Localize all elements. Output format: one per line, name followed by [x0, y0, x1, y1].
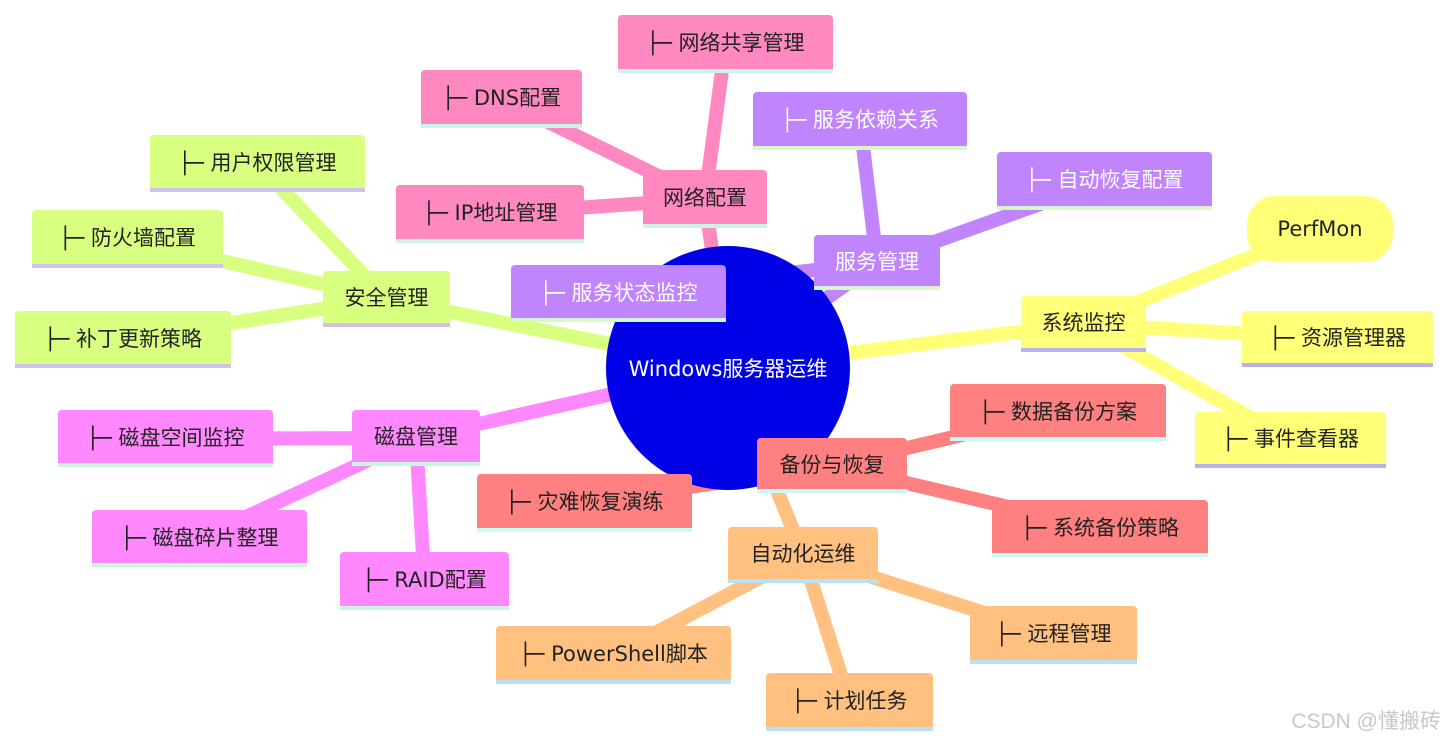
leaf-disk-2[interactable]: ├─ RAID配置	[340, 552, 509, 610]
leaf-disk-2-label: ├─ RAID配置	[362, 568, 487, 592]
branch-automation[interactable]: 自动化运维	[728, 527, 878, 583]
leaf-monitor-2-label: ├─ 事件查看器	[1222, 427, 1359, 451]
branch-disk-label: 磁盘管理	[374, 425, 458, 449]
leaf-network-2[interactable]: ├─ IP地址管理	[396, 185, 584, 243]
leaf-monitor-1[interactable]: ├─ 资源管理器	[1242, 311, 1433, 367]
leaf-network-2-label: ├─ IP地址管理	[422, 201, 558, 225]
root-label: Windows服务器运维	[628, 357, 828, 381]
leaf-security-0-label: ├─ 用户权限管理	[178, 150, 337, 175]
branch-security[interactable]: 安全管理	[323, 271, 450, 327]
branch-monitor[interactable]: 系统监控	[1021, 296, 1146, 352]
leaf-backup-0[interactable]: ├─ 数据备份方案	[950, 384, 1166, 441]
leaf-network-1-label: ├─ DNS配置	[441, 86, 562, 110]
leaf-automation-1-label: ├─ 计划任务	[791, 689, 908, 713]
leaf-disk-1[interactable]: ├─ 磁盘碎片整理	[92, 510, 307, 567]
leaf-service-0[interactable]: ├─ 服务依赖关系	[753, 92, 967, 150]
leaf-service-0-label: ├─ 服务依赖关系	[781, 108, 939, 132]
branch-monitor-label: 系统监控	[1041, 311, 1126, 335]
branch-automation-label: 自动化运维	[750, 542, 856, 566]
leaf-network-0[interactable]: ├─ 网络共享管理	[618, 15, 833, 73]
leaf-automation-1[interactable]: ├─ 计划任务	[766, 673, 933, 731]
leaf-monitor-0-label: PerfMon	[1277, 217, 1363, 241]
branch-network-label: 网络配置	[663, 186, 747, 210]
leaf-security-0[interactable]: ├─ 用户权限管理	[150, 135, 365, 192]
leaf-security-2-label: ├─ 补丁更新策略	[44, 326, 202, 351]
leaf-disk-1-label: ├─ 磁盘碎片整理	[120, 525, 279, 550]
leaf-automation-2[interactable]: ├─ 远程管理	[970, 606, 1137, 664]
branch-backup-label: 备份与恢复	[779, 452, 885, 477]
leaf-backup-2-label: ├─ 灾难恢复演练	[505, 490, 664, 514]
leaf-disk-0-label: ├─ 磁盘空间监控	[86, 425, 245, 450]
leaf-automation-0[interactable]: ├─ PowerShell脚本	[496, 626, 731, 684]
leaf-service-1[interactable]: ├─ 自动恢复配置	[997, 152, 1212, 210]
leaf-automation-0-label: ├─ PowerShell脚本	[519, 642, 708, 666]
leaf-backup-1-label: ├─ 系统备份策略	[1021, 515, 1179, 540]
leaf-service-1-label: ├─ 自动恢复配置	[1025, 168, 1184, 192]
leaf-security-1-label: ├─ 防火墙配置	[59, 226, 196, 250]
branch-service-label: 服务管理	[835, 249, 919, 274]
leaf-monitor-0[interactable]: PerfMon	[1247, 196, 1393, 262]
leaf-network-1[interactable]: ├─ DNS配置	[421, 70, 582, 128]
watermark: CSDN @懂搬砖	[1291, 710, 1441, 733]
leaf-disk-0[interactable]: ├─ 磁盘空间监控	[58, 410, 273, 467]
branch-network[interactable]: 网络配置	[643, 170, 767, 228]
leaf-monitor-2[interactable]: ├─ 事件查看器	[1195, 412, 1386, 468]
branch-service[interactable]: 服务管理	[814, 235, 940, 290]
leaf-network-0-label: ├─ 网络共享管理	[646, 31, 805, 55]
leaf-service-2-label: ├─ 服务状态监控	[539, 280, 698, 305]
leaf-automation-2-label: ├─ 远程管理	[995, 622, 1112, 646]
leaf-backup-2[interactable]: ├─ 灾难恢复演练	[477, 474, 692, 532]
leaf-security-2[interactable]: ├─ 补丁更新策略	[15, 311, 231, 368]
leaf-backup-0-label: ├─ 数据备份方案	[979, 399, 1137, 424]
leaf-service-2[interactable]: ├─ 服务状态监控	[511, 265, 726, 322]
branch-security-label: 安全管理	[344, 286, 429, 310]
branch-disk[interactable]: 磁盘管理	[352, 410, 480, 466]
leaf-monitor-1-label: ├─ 资源管理器	[1269, 326, 1406, 350]
leaf-security-1[interactable]: ├─ 防火墙配置	[32, 210, 223, 268]
branch-backup[interactable]: 备份与恢复	[757, 438, 907, 493]
leaf-backup-1[interactable]: ├─ 系统备份策略	[992, 500, 1208, 557]
